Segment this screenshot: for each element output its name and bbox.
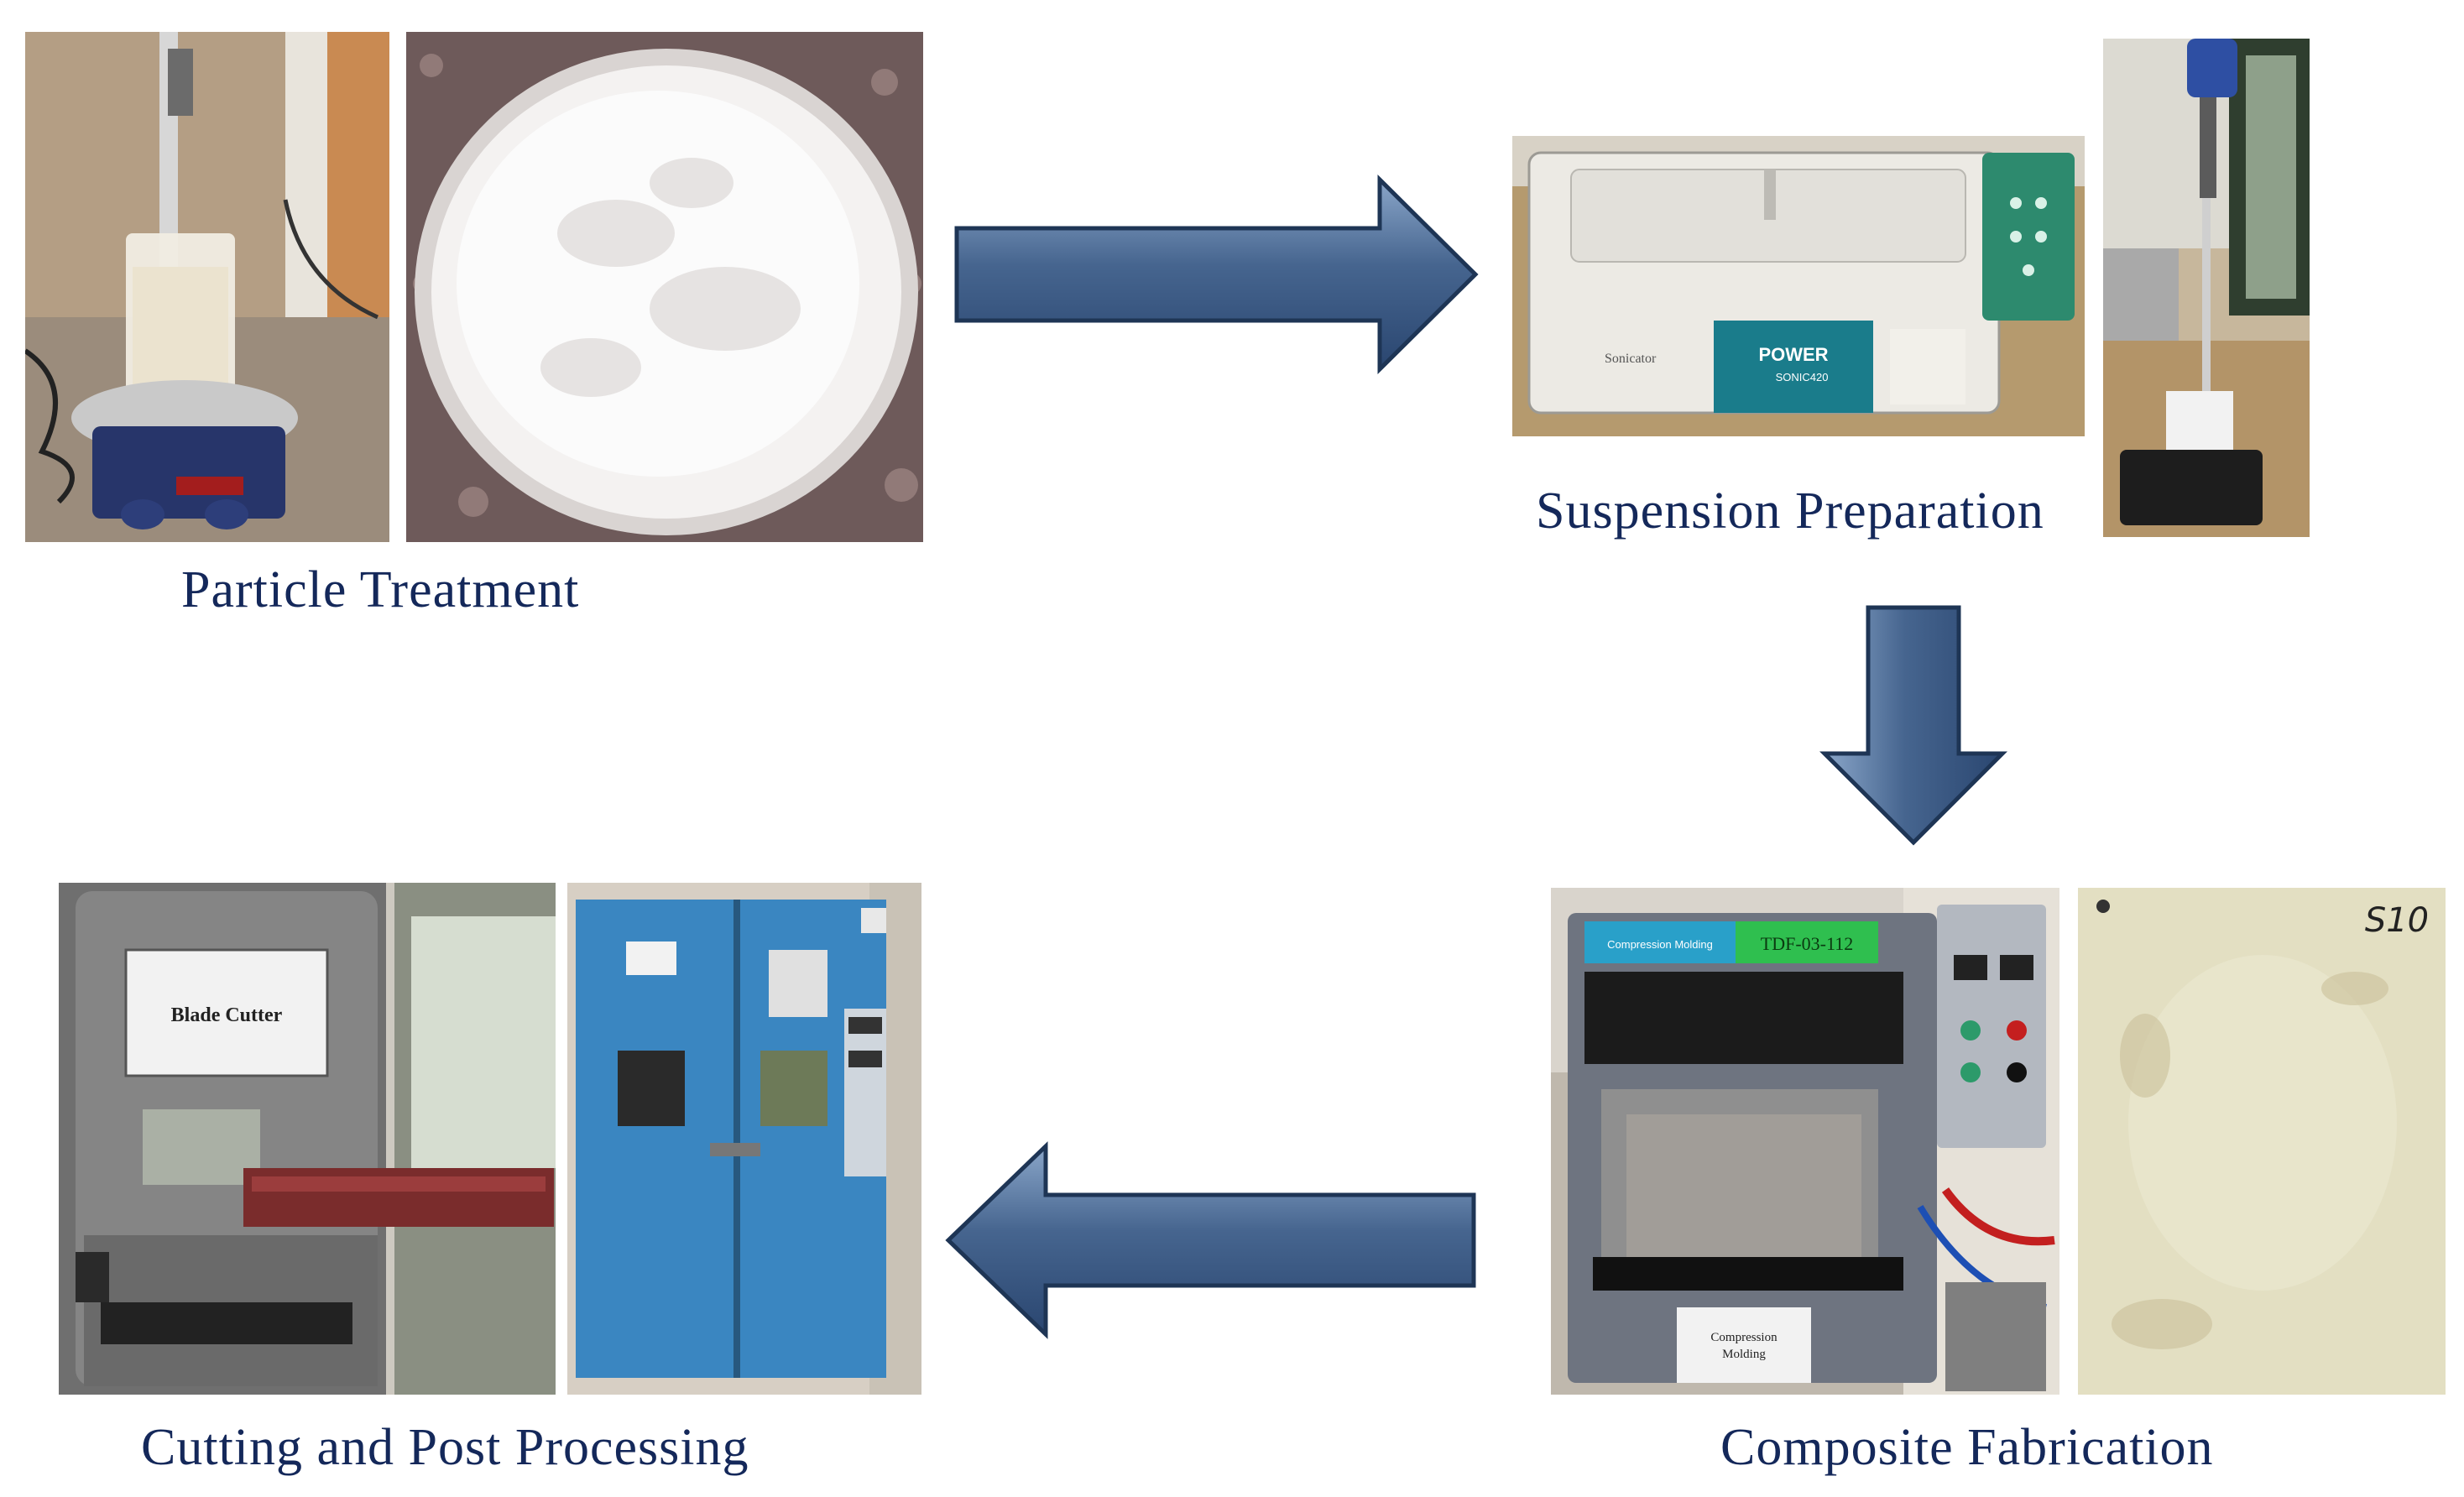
drying-oven-photo [567, 883, 921, 1395]
press-front-label-line2: Molding [1722, 1348, 1766, 1361]
arrow-left-icon [943, 1141, 1477, 1339]
compression-molding-press-photo: Compression Molding TDF-03-112 Compressi… [1551, 888, 2059, 1395]
bath-side-label: Sonicator [1605, 352, 1657, 366]
overhead-stirrer-photo [2103, 39, 2310, 537]
arrow-right-icon [953, 175, 1480, 374]
magnetic-stirrer-photo [25, 32, 389, 542]
blade-cutter-photo: Blade Cutter [59, 883, 556, 1395]
press-id-tag: TDF-03-112 [1761, 933, 1853, 954]
press-front-label-line1: Compression [1710, 1331, 1778, 1344]
press-top-label: Compression Molding [1607, 938, 1713, 951]
cutter-sign: Blade Cutter [171, 1004, 283, 1026]
caption-composite-fabrication: Composite Fabrication [1720, 1419, 2214, 1476]
composite-panel-photo: S10 [2078, 888, 2446, 1395]
bath-brand-line2: SONIC420 [1776, 371, 1829, 383]
panel-mark: S10 [2365, 901, 2429, 940]
ultrasonic-bath-photo: POWER SONIC420 Sonicator [1512, 136, 2085, 436]
caption-suspension-preparation: Suspension Preparation [1536, 482, 2044, 540]
caption-cutting-post-processing: Cutting and Post Processing [141, 1419, 749, 1476]
arrow-down-icon [1819, 604, 2007, 848]
bath-brand-line1: POWER [1758, 344, 1828, 365]
caption-particle-treatment: Particle Treatment [181, 561, 580, 618]
powder-petri-dish-photo [406, 32, 923, 542]
